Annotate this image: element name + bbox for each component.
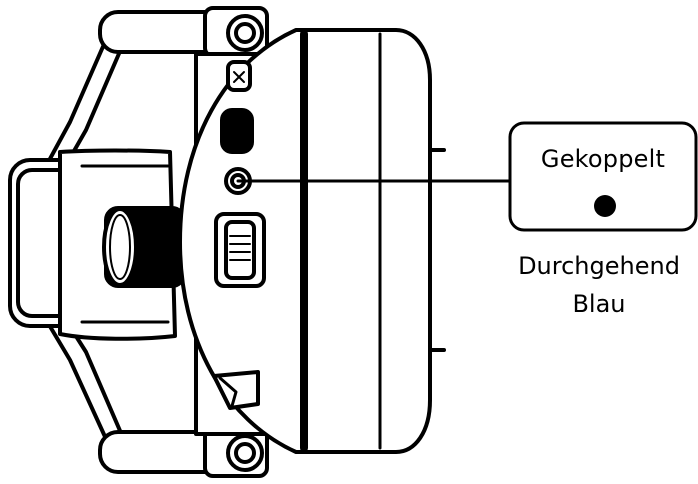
callout-title-label: Gekoppelt bbox=[540, 145, 666, 173]
volume-wheel-icon bbox=[214, 212, 266, 288]
charging-port-icon bbox=[212, 370, 260, 410]
led-status-line-2: Blau bbox=[572, 290, 626, 318]
mic-mute-button-icon bbox=[226, 60, 252, 92]
knob-icon bbox=[102, 206, 186, 288]
callout-box bbox=[508, 121, 698, 232]
slider-switch-icon bbox=[220, 108, 254, 154]
led-status-line-1: Durchgehend bbox=[518, 252, 680, 280]
led-solid-dot-icon bbox=[594, 195, 616, 217]
headband-icon bbox=[43, 6, 269, 478]
